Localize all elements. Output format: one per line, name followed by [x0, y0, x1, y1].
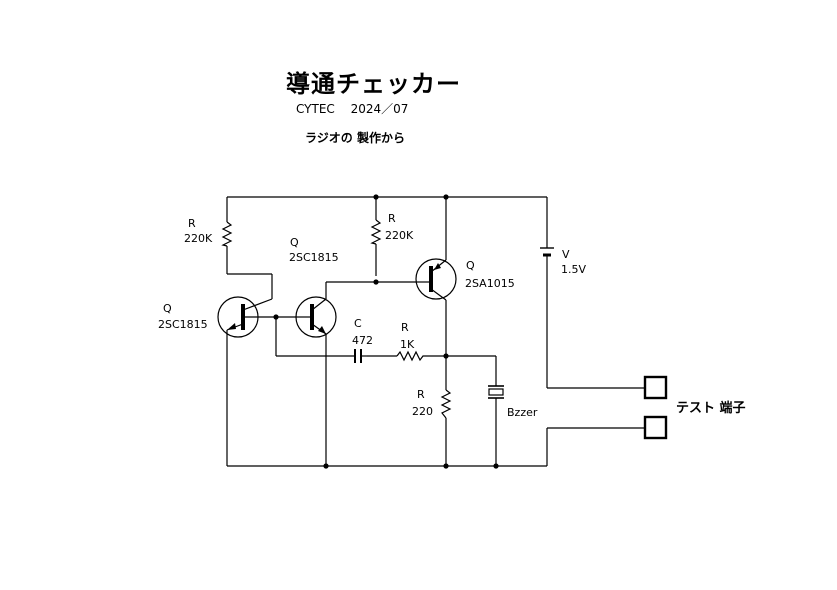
page-title: 導通チェッカー	[286, 70, 461, 98]
r3-name-label: R	[401, 321, 409, 334]
transistor-q2-symbol	[295, 296, 337, 338]
resistor-r2-symbol	[370, 219, 382, 245]
transistor-q3-symbol	[415, 258, 457, 301]
transistor-q1-symbol	[217, 296, 276, 338]
test-terminal-1[interactable]	[643, 375, 668, 400]
q2-value-label: 2SC1815	[289, 251, 339, 264]
r2-name-label: R	[388, 212, 396, 225]
junction-dot	[443, 353, 449, 359]
q2-name-label: Q	[290, 236, 299, 249]
r1-name-label: R	[188, 217, 196, 230]
test-terminal-label: テスト 端子	[676, 400, 746, 416]
c1-value-label: 472	[352, 334, 373, 347]
junction-dot	[443, 194, 449, 200]
c1-name-label: C	[354, 317, 362, 330]
r3-value-label: 1K	[400, 338, 415, 351]
junction-dot	[373, 279, 379, 285]
buzzer-label: Bzzer	[507, 406, 538, 419]
page-subtitle: CYTEC 2024／07	[296, 102, 409, 116]
r2-value-label: 220K	[385, 229, 414, 242]
buzzer-symbol	[488, 385, 504, 399]
capacitor-c1-symbol	[354, 349, 367, 363]
resistor-r1-symbol	[221, 221, 233, 247]
q1-name-label: Q	[163, 302, 172, 315]
r4-value-label: 220	[412, 405, 433, 418]
junction-dot	[443, 463, 449, 469]
junction-dot	[373, 194, 379, 200]
test-terminal-2[interactable]	[643, 415, 668, 440]
q1-value-label: 2SC1815	[158, 318, 208, 331]
battery-name-label: V	[562, 248, 570, 261]
r1-value-label: 220K	[184, 232, 213, 245]
q3-value-label: 2SA1015	[465, 277, 515, 290]
junction-dot	[493, 463, 499, 469]
resistor-r3-symbol	[396, 350, 425, 362]
battery-symbol	[540, 247, 554, 257]
junction-dot	[323, 463, 329, 469]
battery-value-label: 1.5V	[561, 263, 586, 276]
resistor-r4-symbol	[440, 389, 452, 419]
junction-dots	[273, 194, 499, 469]
source-note: ラジオの 製作から	[305, 131, 405, 145]
r4-name-label: R	[417, 388, 425, 401]
q3-name-label: Q	[466, 259, 475, 272]
